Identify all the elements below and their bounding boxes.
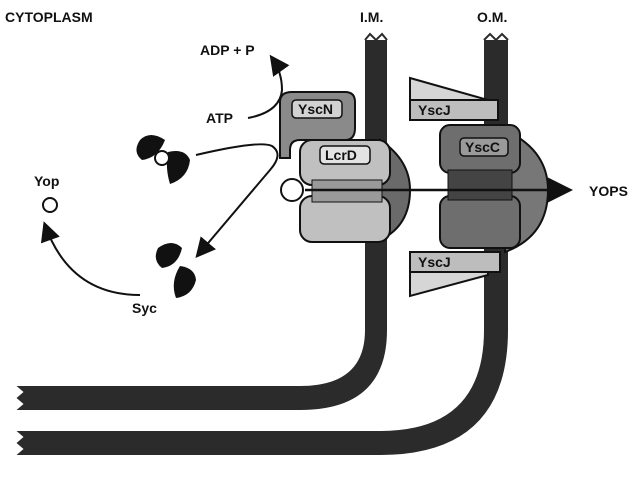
yop-label: Yop bbox=[34, 173, 59, 189]
syc-label: Syc bbox=[132, 300, 157, 316]
om-label: O.M. bbox=[477, 9, 507, 25]
svg-text:YscC: YscC bbox=[465, 139, 500, 155]
atp-hydrolysis-arrow bbox=[248, 58, 282, 118]
im-label: I.M. bbox=[360, 9, 383, 25]
svg-text:YscN: YscN bbox=[298, 101, 333, 117]
recycle-arrow bbox=[45, 225, 140, 295]
syc-yop-complex bbox=[136, 135, 190, 184]
svg-text:YscJ: YscJ bbox=[418, 102, 451, 118]
delivery-path-arrow bbox=[196, 144, 278, 255]
cytoplasm-label: CYTOPLASM bbox=[5, 9, 93, 25]
free-yop-circle bbox=[43, 198, 57, 212]
yops-label: YOPS bbox=[589, 183, 628, 199]
svg-text:LcrD: LcrD bbox=[325, 147, 357, 163]
syc-chaperone bbox=[156, 243, 196, 298]
adp-label: ADP + P bbox=[200, 42, 255, 58]
atp-label: ATP bbox=[206, 110, 233, 126]
yop-circle-channel bbox=[281, 179, 303, 201]
svg-text:YscJ: YscJ bbox=[418, 254, 451, 270]
yscc-complex: YscC bbox=[440, 125, 548, 252]
